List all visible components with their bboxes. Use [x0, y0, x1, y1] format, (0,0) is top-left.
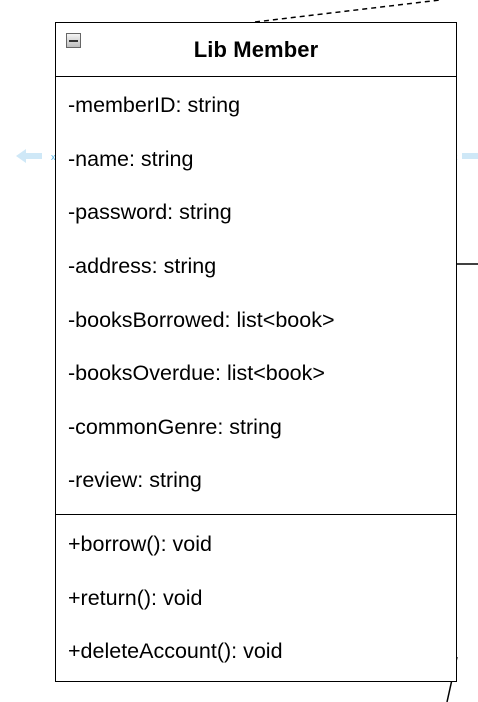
method-item[interactable]: +borrow(): void — [68, 532, 212, 557]
method-item[interactable]: +return(): void — [68, 585, 203, 610]
attribute-item[interactable]: -commonGenre: string — [68, 414, 282, 439]
method-item[interactable]: +deleteAccount(): void — [68, 639, 283, 664]
left-connection-arrow-icon[interactable]: x — [16, 149, 56, 163]
uml-class-box[interactable]: Lib Member -memberID: string -name: stri… — [55, 22, 457, 682]
methods-section: +borrow(): void +return(): void +deleteA… — [56, 515, 456, 679]
collapse-icon[interactable] — [66, 33, 81, 48]
class-header: Lib Member — [56, 23, 456, 77]
attribute-item[interactable]: -memberID: string — [68, 93, 241, 118]
attribute-item[interactable]: -password: string — [68, 200, 232, 225]
attribute-item[interactable]: -booksOverdue: list<book> — [68, 361, 325, 386]
minus-icon — [69, 39, 78, 42]
attribute-item[interactable]: -booksBorrowed: list<book> — [68, 307, 335, 332]
attribute-item[interactable]: -address: string — [68, 254, 217, 279]
class-title: Lib Member — [193, 36, 319, 62]
svg-text:x: x — [51, 152, 56, 162]
attribute-item[interactable]: -review: string — [68, 468, 202, 493]
attribute-item[interactable]: -name: string — [68, 146, 194, 171]
dashed-connector[interactable] — [254, 0, 441, 23]
attributes-section: -memberID: string -name: string -passwor… — [56, 77, 456, 515]
